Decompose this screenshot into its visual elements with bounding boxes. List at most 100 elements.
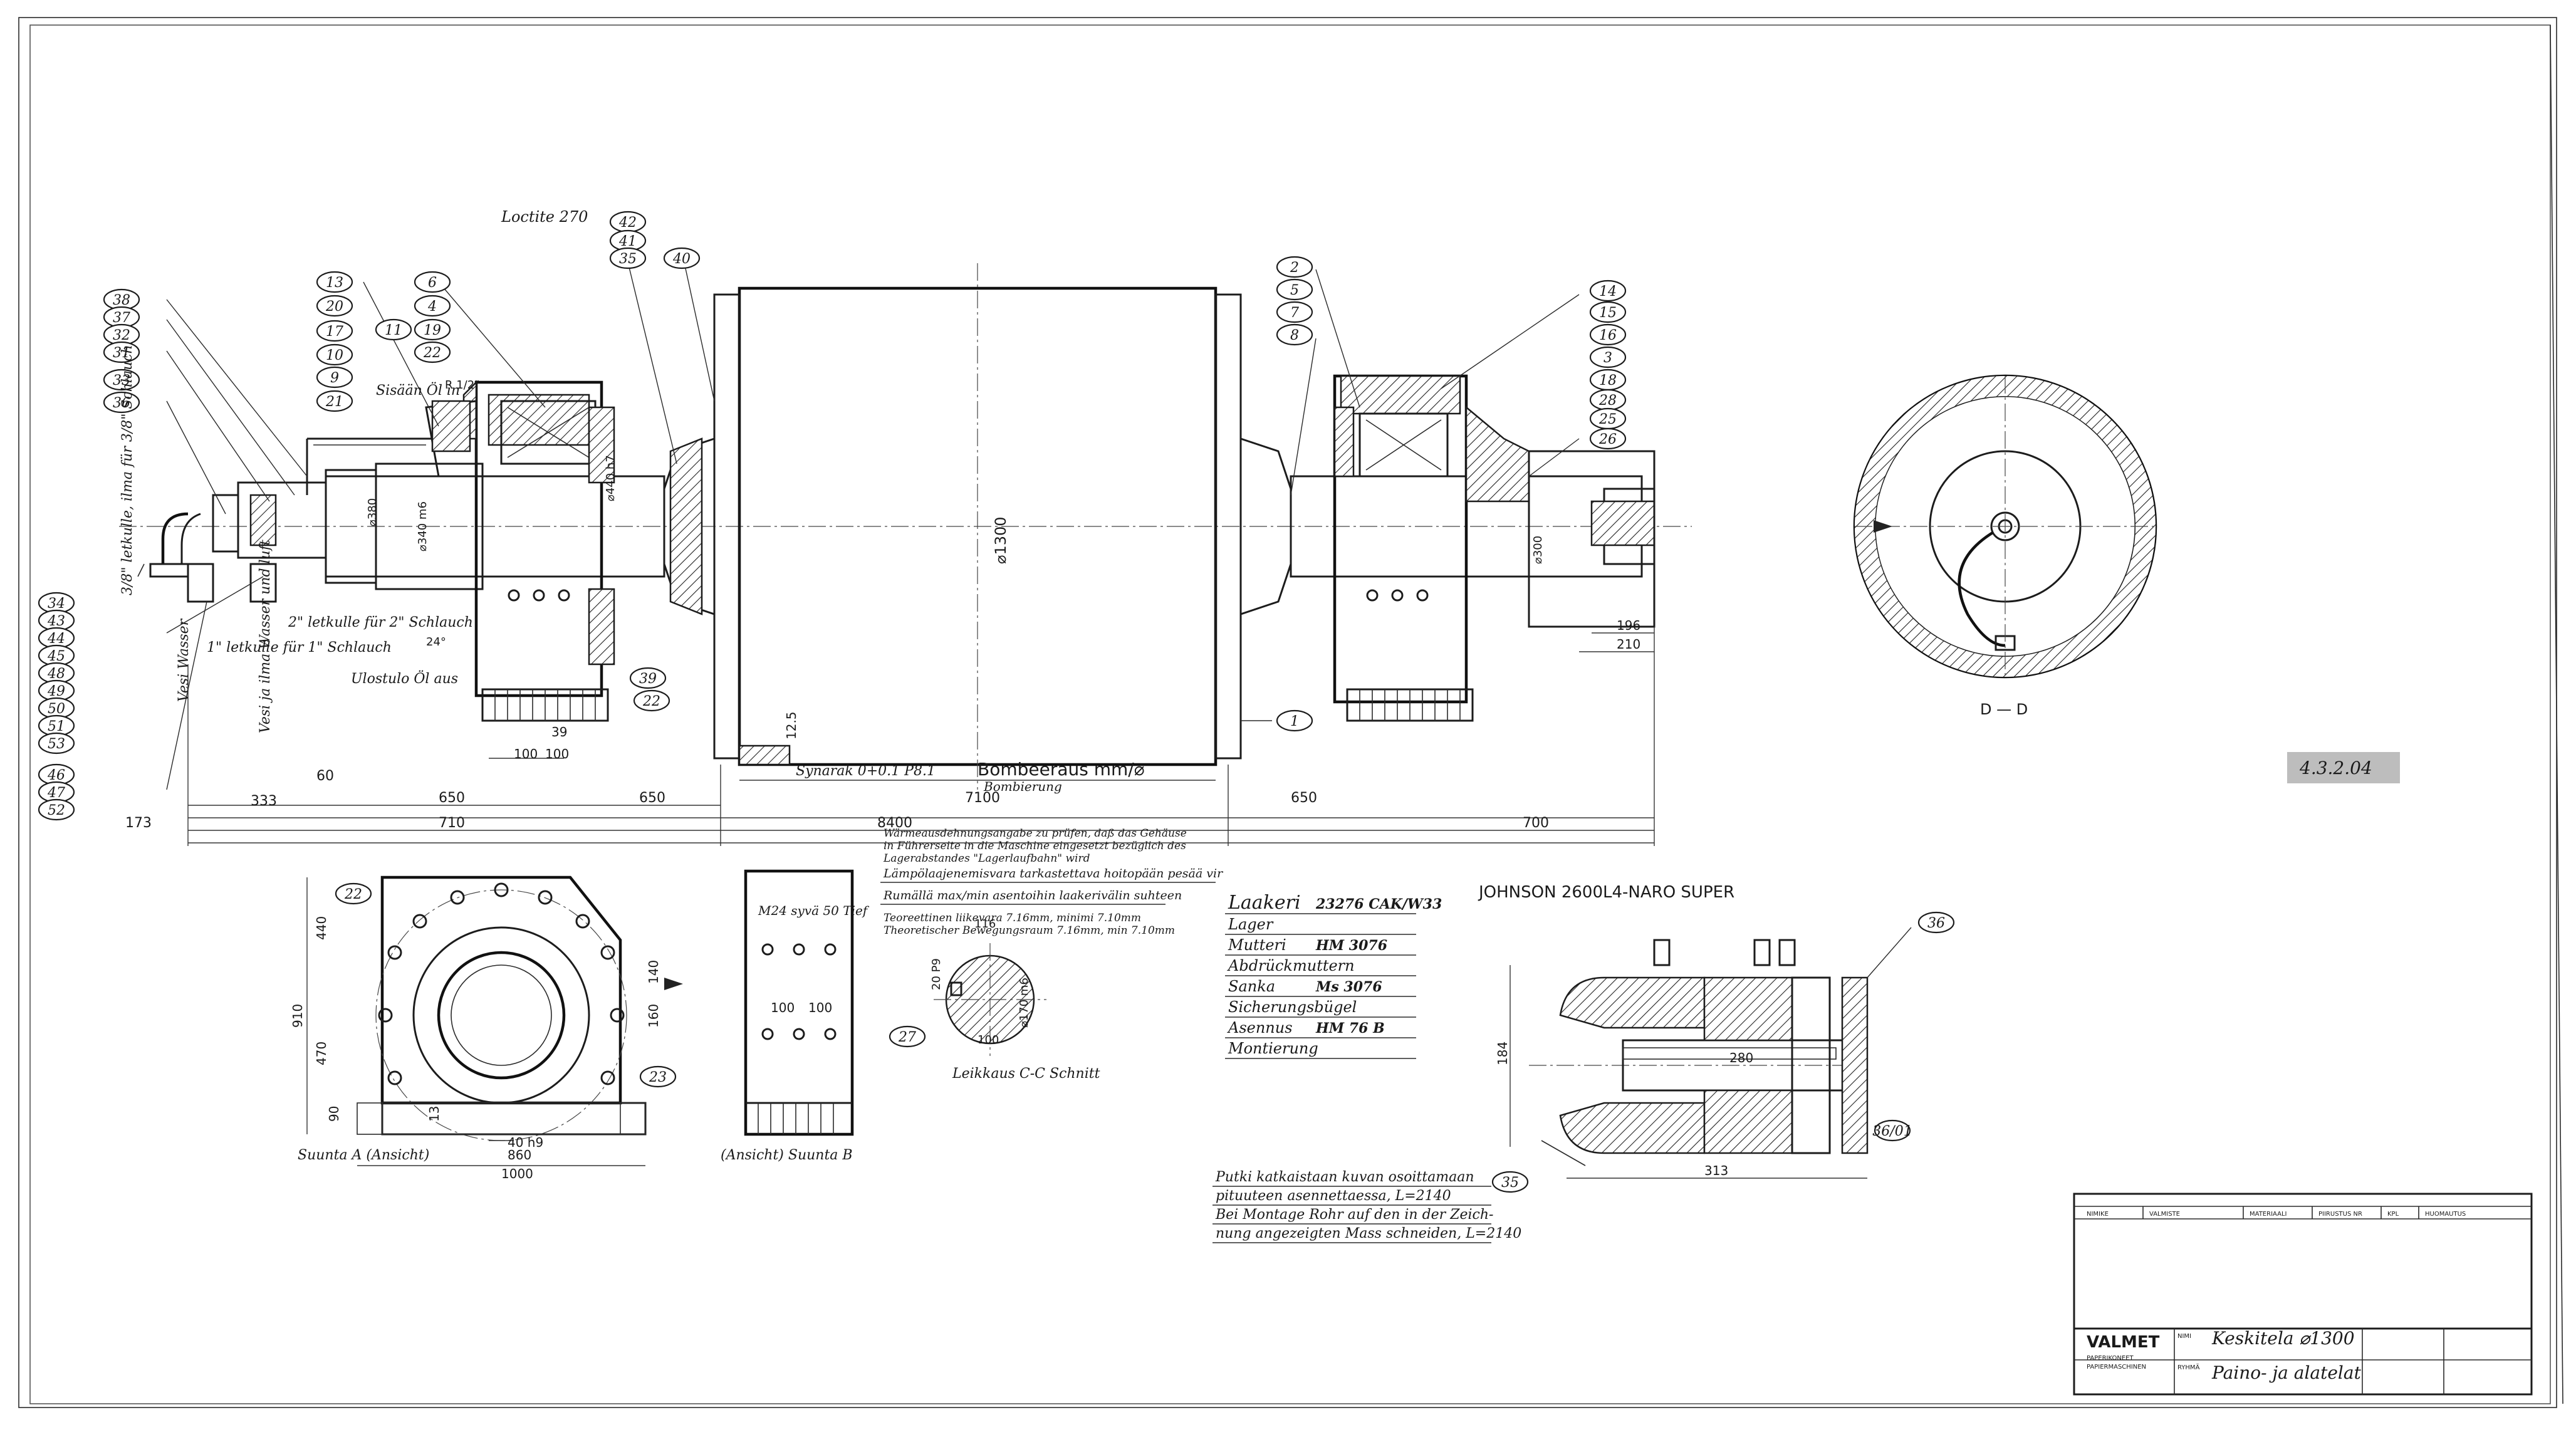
part-number: 6	[428, 275, 437, 291]
dim-650-b: 650	[639, 790, 665, 806]
part-bubble: 14	[1589, 279, 1627, 302]
svg-text:NIMIKE: NIMIKE	[2087, 1211, 2109, 1218]
part-number: 49	[47, 684, 65, 699]
part-number: 36/01	[1872, 1124, 1912, 1139]
part-bubble: 10	[316, 343, 353, 366]
part-bubble: 38	[103, 288, 140, 311]
part-bubble: 13	[316, 271, 353, 293]
roll-label-sub: Bombierung	[983, 779, 1062, 794]
dim-100-a: 100	[514, 746, 538, 761]
part-bubble: 6	[414, 271, 451, 293]
svg-text:HUOMAUTUS: HUOMAUTUS	[2425, 1211, 2466, 1218]
view-b	[744, 869, 854, 1136]
part-number: 2	[1290, 260, 1299, 276]
part-number: 50	[48, 701, 65, 717]
part-bubble: 31	[103, 341, 140, 363]
view-a-bolt-holes	[378, 882, 625, 1085]
part-number: 21	[325, 394, 343, 410]
view-a-foot-teeth	[382, 1103, 621, 1134]
part-number: 22	[344, 887, 362, 902]
drawing-title: Keskitela ⌀1300	[2211, 1328, 2355, 1349]
part-number: 34	[48, 596, 65, 612]
part-bubble: 37	[103, 306, 140, 328]
svg-text:Rumällä max/min asentoihin laa: Rumällä max/min asentoihin laakerivälin …	[883, 889, 1182, 902]
dim-210: 210	[1617, 637, 1640, 652]
johnson-rotary-joint	[1510, 939, 1869, 1179]
dim-d440: ⌀440 h7	[604, 455, 617, 501]
bearing-table-label: Montierung	[1228, 1040, 1318, 1057]
part-number: 7	[1290, 305, 1299, 321]
dim-650-c: 650	[1291, 790, 1317, 806]
svg-text:nung angezeigten Mass schneide: nung angezeigten Mass schneiden, L=2140	[1216, 1226, 1521, 1241]
svg-text:PAPIERMASCHINEN: PAPIERMASCHINEN	[2087, 1364, 2146, 1371]
dim-160: 160	[646, 1004, 661, 1028]
part-bubble: 3	[1589, 346, 1627, 368]
svg-text:4.3.2.04: 4.3.2.04	[2299, 758, 2372, 778]
dim-100-vb2: 100	[808, 1000, 832, 1015]
svg-text:Wärmeausdehnungsangabe zu prüf: Wärmeausdehnungsangabe zu prüfen, daß da…	[884, 827, 1187, 840]
part-number: 42	[618, 215, 637, 231]
dim-r1-2: R 1/2"	[445, 379, 479, 392]
part-number: 33	[113, 373, 130, 389]
svg-text:Putki katkaistaan kuvan osoitt: Putki katkaistaan kuvan osoittamaan	[1215, 1169, 1474, 1185]
svg-text:in Führerseite in die Maschine: in Führerseite in die Maschine eingesetz…	[884, 840, 1186, 852]
part-bubble: 51	[38, 714, 75, 737]
svg-text:Teoreettinen liikevara 7.16mm,: Teoreettinen liikevara 7.16mm, minimi 7.…	[884, 912, 1141, 924]
svg-text:MATERIAALI: MATERIAALI	[2250, 1211, 2287, 1218]
part-bubble: 36	[103, 391, 140, 414]
part-bubble: 50	[38, 697, 75, 719]
part-bubble: 21	[316, 390, 353, 412]
part-bubble: 40	[663, 247, 701, 269]
part-number: 51	[48, 719, 65, 734]
oil-in-note: Sisään Öl in	[376, 382, 460, 399]
dimension-lines	[187, 627, 1655, 846]
part-bubble: 33	[103, 368, 140, 391]
part-bubble: 47	[38, 781, 75, 803]
part-number: 25	[1598, 412, 1617, 427]
air-note: 3/8" letkulle, ilma für 3/8" Schlauch	[120, 345, 135, 595]
sheet-border	[18, 17, 2563, 1408]
svg-text:Theoretischer Bewegungsraum 7.: Theoretischer Bewegungsraum 7.16mm, min …	[884, 924, 1175, 937]
left-housing-foot-teeth	[494, 689, 596, 721]
part-bubble: 35	[1491, 1171, 1529, 1193]
part-bubble: 9	[316, 366, 353, 389]
part-bubble: 18	[1589, 368, 1627, 391]
part-bubble: 43	[38, 609, 75, 632]
part-bubble: 8	[1276, 323, 1313, 346]
dim-650-a: 650	[439, 790, 465, 806]
right-bearing-housing	[1333, 374, 1656, 722]
part-bubble: 42	[609, 211, 647, 233]
part-number: 18	[1599, 373, 1617, 389]
loctite-note: Loctite 270	[501, 208, 588, 226]
bearing-table-label: Sicherungsbügel	[1228, 998, 1357, 1016]
dim-700: 700	[1523, 815, 1549, 831]
dim-910: 910	[290, 1004, 305, 1028]
bearing-table-label: Mutteri	[1228, 936, 1286, 954]
part-number: 17	[326, 324, 343, 340]
dim-100-b: 100	[545, 746, 569, 761]
dim-710: 710	[439, 815, 465, 831]
part-bubble: 27	[889, 1025, 926, 1048]
part-number: 11	[385, 323, 402, 338]
part-number: 31	[113, 345, 130, 361]
part-number: 1	[1290, 714, 1299, 729]
part-bubble: 17	[316, 320, 353, 342]
part-bubble: 11	[375, 318, 412, 341]
part-bubble: 7	[1276, 301, 1313, 323]
part-number: 27	[898, 1030, 916, 1045]
dim-100-vb1: 100	[771, 1000, 795, 1015]
dim-333: 333	[251, 793, 277, 809]
dim-173: 173	[125, 815, 152, 831]
main-roll-assembly	[119, 263, 1692, 790]
part-bubble: 26	[1589, 427, 1627, 450]
dim-440: 440	[314, 916, 329, 940]
rotary-joint-left	[137, 437, 432, 603]
svg-text:KPL: KPL	[2387, 1211, 2399, 1218]
dim-100-cc: 100	[978, 1033, 999, 1047]
part-number: 35	[619, 251, 637, 267]
part-bubble: 35	[609, 247, 647, 269]
part-bubble: 44	[38, 627, 75, 649]
section-dd-label: D — D	[1980, 701, 2028, 718]
water-note: Vesi Wasser	[176, 618, 192, 702]
section-c-c	[934, 943, 1046, 1056]
